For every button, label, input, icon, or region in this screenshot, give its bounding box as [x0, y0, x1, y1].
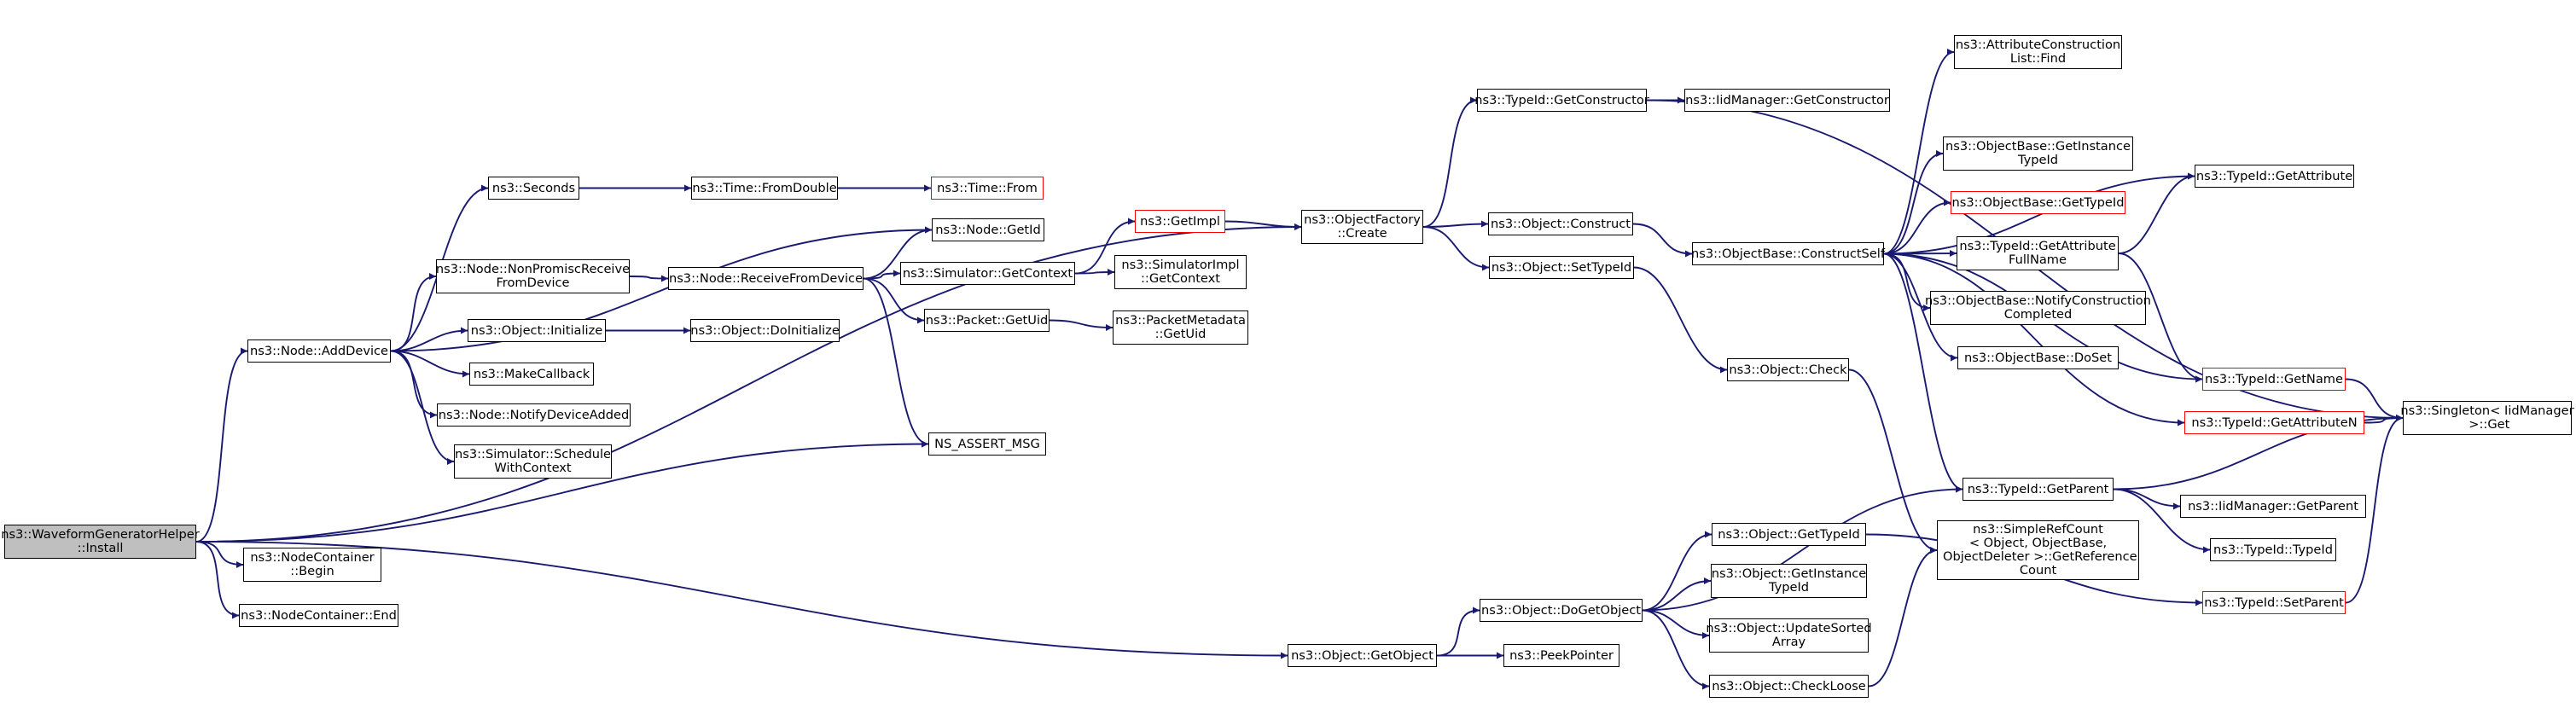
- graph-node-simple-ref-count[interactable]: ns3::SimpleRefCount < Object, ObjectBase…: [1937, 520, 2139, 580]
- graph-node-peek-pointer[interactable]: ns3::PeekPointer: [1503, 644, 1619, 667]
- edge-objBaseConstructSelf-to-objBaseDoSet: [1883, 252, 1958, 362]
- graph-node-do-init[interactable]: ns3::Object::DoInitialize: [690, 319, 840, 342]
- graph-node-type-id-get-attr-n[interactable]: ns3::TypeId::GetAttributeN: [2184, 411, 2364, 434]
- edge-addDevice-to-notifyDev: [390, 350, 438, 419]
- edge-getObject-to-doGetObject: [1436, 606, 1480, 657]
- graph-node-obj-fact-create[interactable]: ns3::ObjectFactory ::Create: [1301, 210, 1423, 244]
- graph-node-nc-end[interactable]: ns3::NodeContainer::End: [239, 604, 398, 627]
- edge-addDevice-to-nonPromisc: [390, 273, 437, 352]
- edge-typeIdSetParent-to-singletonGet: [2345, 415, 2404, 604]
- graph-node-obj-base-do-set[interactable]: ns3::ObjectBase::DoSet: [1957, 346, 2119, 369]
- graph-node-iid-get-parent[interactable]: ns3::IidManager::GetParent: [2180, 495, 2366, 518]
- edge-root-to-addDevice: [195, 347, 248, 543]
- edge-doGetObject-to-objGetInstTypeId: [1642, 577, 1712, 612]
- edge-objFactCreate-to-typeIdGetCtor: [1422, 96, 1478, 228]
- graph-node-obj-check-loose[interactable]: ns3::Object::CheckLoose: [1709, 675, 1869, 698]
- edge-doGetObject-to-objCheckLoose: [1642, 609, 1710, 690]
- edge-nonPromisc-to-recvFromDev: [629, 275, 669, 282]
- graph-node-obj-update-sorted[interactable]: ns3::Object::UpdateSorted Array: [1706, 618, 1872, 653]
- edge-simGetCtx-to-simImplGetCtx: [1074, 269, 1115, 276]
- graph-node-nc-begin[interactable]: ns3::NodeContainer ::Begin: [243, 548, 381, 582]
- graph-node-get-object[interactable]: ns3::Object::GetObject: [1288, 644, 1437, 667]
- graph-node-type-id-set-parent[interactable]: ns3::TypeId::SetParent: [2202, 591, 2346, 614]
- edge-recvFromDev-to-nodeGetId: [863, 226, 933, 280]
- edge-recvFromDev-to-pktGetUid: [863, 277, 925, 324]
- graph-node-pkt-meta-get-uid[interactable]: ns3::PacketMetadata ::GetUid: [1113, 310, 1248, 345]
- graph-node-non-promisc[interactable]: ns3::Node::NonPromiscReceive FromDevice: [436, 259, 630, 293]
- edge-root-to-getObject: [195, 541, 1288, 659]
- edge-typeIdGetAttrFullName-to-typeIdGetAttr: [2118, 172, 2195, 254]
- edge-doGetObject-to-objGetTypeId: [1642, 531, 1712, 612]
- edge-recvFromDev-to-simGetCtx: [863, 270, 901, 280]
- graph-node-iid-get-ctor[interactable]: ns3::IidManager::GetConstructor: [1684, 89, 1890, 112]
- edge-doGetObject-to-objUpdateSorted: [1642, 609, 1710, 639]
- edge-objFactCreate-to-objSetTypeId: [1422, 226, 1490, 271]
- graph-node-type-id-get-ctor[interactable]: ns3::TypeId::GetConstructor: [1474, 89, 1649, 112]
- graph-node-sim-sched[interactable]: ns3::Simulator::Schedule WithContext: [454, 444, 612, 479]
- edge-root-to-nsAssert: [195, 440, 929, 543]
- edge-simGetCtx-to-getImpl: [1074, 218, 1136, 275]
- graph-node-obj-base-get-inst-type-id[interactable]: ns3::ObjectBase::GetInstance TypeId: [1943, 136, 2133, 171]
- edge-typeIdGetName-to-singletonGet: [2345, 378, 2404, 421]
- graph-node-type-id-type-id[interactable]: ns3::TypeId::TypeId: [2210, 538, 2336, 561]
- graph-node-do-get-object[interactable]: ns3::Object::DoGetObject: [1480, 599, 1643, 622]
- edge-objCheckLoose-to-simpleRefCount: [1868, 547, 1938, 688]
- edge-objBaseConstructSelf-to-attrConstructFind: [1883, 49, 1955, 255]
- graph-node-obj-get-type-id[interactable]: ns3::Object::GetTypeId: [1712, 523, 1866, 546]
- edge-getImpl-to-objFactCreate: [1224, 220, 1302, 230]
- graph-node-root: ns3::WaveformGeneratorHelper ::Install: [1, 525, 200, 559]
- edge-addDevice-to-objInit: [390, 327, 468, 352]
- graph-node-type-id-get-attr[interactable]: ns3::TypeId::GetAttribute: [2195, 165, 2354, 188]
- graph-node-obj-get-inst-type-id[interactable]: ns3::Object::GetInstance TypeId: [1711, 564, 1867, 598]
- edge-doGetObject-to-typeIdGetParent: [1642, 485, 1963, 612]
- edge-objConstruct-to-objBaseConstructSelf: [1632, 223, 1693, 258]
- edge-addDevice-to-makeCb: [390, 350, 470, 378]
- edge-objBaseConstructSelf-to-typeIdGetParent: [1883, 252, 1963, 493]
- edge-root-to-ncEnd: [195, 541, 240, 619]
- graph-node-obj-base-notify[interactable]: ns3::ObjectBase::NotifyConstruction Comp…: [1925, 291, 2151, 325]
- edge-objBaseConstructSelf-to-typeIdGetAttrN: [1883, 252, 2185, 427]
- graph-node-sim-impl-get-ctx[interactable]: ns3::SimulatorImpl ::GetContext: [1114, 255, 1247, 289]
- graph-node-obj-init[interactable]: ns3::Object::Initialize: [468, 319, 606, 342]
- edge-addDevice-to-simSched: [390, 350, 455, 465]
- edge-root-to-ncBegin: [195, 541, 244, 568]
- graph-node-obj-base-get-type-id[interactable]: ns3::ObjectBase::GetTypeId: [1951, 191, 2125, 214]
- edge-objBaseConstructSelf-to-typeIdGetAttr: [1883, 172, 2195, 255]
- graph-node-seconds[interactable]: ns3::Seconds: [488, 177, 579, 200]
- edge-objFactCreate-to-objConstruct: [1422, 220, 1489, 228]
- graph-node-type-id-get-name[interactable]: ns3::TypeId::GetName: [2202, 368, 2346, 391]
- graph-node-type-id-get-parent[interactable]: ns3::TypeId::GetParent: [1963, 478, 2114, 501]
- graph-node-sim-get-ctx[interactable]: ns3::Simulator::GetContext: [900, 262, 1075, 285]
- edge-objBaseConstructSelf-to-objBaseNotify: [1883, 252, 1931, 311]
- edge-objBaseConstructSelf-to-objBaseGetInstTypeId: [1883, 150, 1944, 255]
- graph-node-obj-check[interactable]: ns3::Object::Check: [1727, 358, 1849, 381]
- graph-node-obj-base-construct-self[interactable]: ns3::ObjectBase::ConstructSelf: [1691, 242, 1885, 265]
- graph-node-obj-construct[interactable]: ns3::Object::Construct: [1488, 212, 1633, 235]
- graph-node-get-impl[interactable]: ns3::GetImpl: [1135, 210, 1225, 233]
- edge-addDevice-to-nodeGetId: [390, 226, 933, 352]
- edge-pktGetUid-to-pktMetaGetUid: [1049, 319, 1114, 331]
- graph-node-make-cb[interactable]: ns3::MakeCallback: [469, 363, 594, 386]
- graph-node-add-device[interactable]: ns3::Node::AddDevice: [247, 339, 391, 363]
- graph-node-time-from-double[interactable]: ns3::Time::FromDouble: [691, 177, 838, 200]
- graph-node-attr-construct-find[interactable]: ns3::AttributeConstruction List::Find: [1954, 35, 2122, 69]
- graph-node-node-get-id[interactable]: ns3::Node::GetId: [932, 218, 1044, 241]
- graph-node-type-id-get-attr-full-name[interactable]: ns3::TypeId::GetAttribute FullName: [1957, 236, 2119, 270]
- edge-typeIdGetParent-to-typeIdTypeId: [2113, 488, 2211, 554]
- graph-node-notify-dev[interactable]: ns3::Node::NotifyDeviceAdded: [437, 403, 631, 427]
- graph-node-singleton-get[interactable]: ns3::Singleton< IidManager >::Get: [2400, 401, 2574, 435]
- graph-node-obj-set-type-id[interactable]: ns3::Object::SetTypeId: [1489, 256, 1634, 279]
- graph-node-ns-assert[interactable]: NS_ASSERT_MSG: [928, 432, 1046, 456]
- graph-node-recv-from-dev[interactable]: ns3::Node::ReceiveFromDevice: [668, 267, 864, 290]
- graph-node-pkt-get-uid[interactable]: ns3::Packet::GetUid: [924, 309, 1050, 332]
- edge-recvFromDev-to-nsAssert: [863, 277, 929, 448]
- edge-root-to-objFactCreate: [195, 223, 1302, 543]
- edge-objSetTypeId-to-objCheck: [1633, 266, 1728, 374]
- graph-node-time-from[interactable]: ns3::Time::From: [931, 177, 1044, 200]
- edge-typeIdGetAttrFullName-to-typeIdGetName: [2118, 252, 2203, 383]
- edge-objCheck-to-simpleRefCount: [1848, 369, 1938, 554]
- edge-objBaseConstructSelf-to-objBaseGetTypeId: [1883, 199, 1951, 255]
